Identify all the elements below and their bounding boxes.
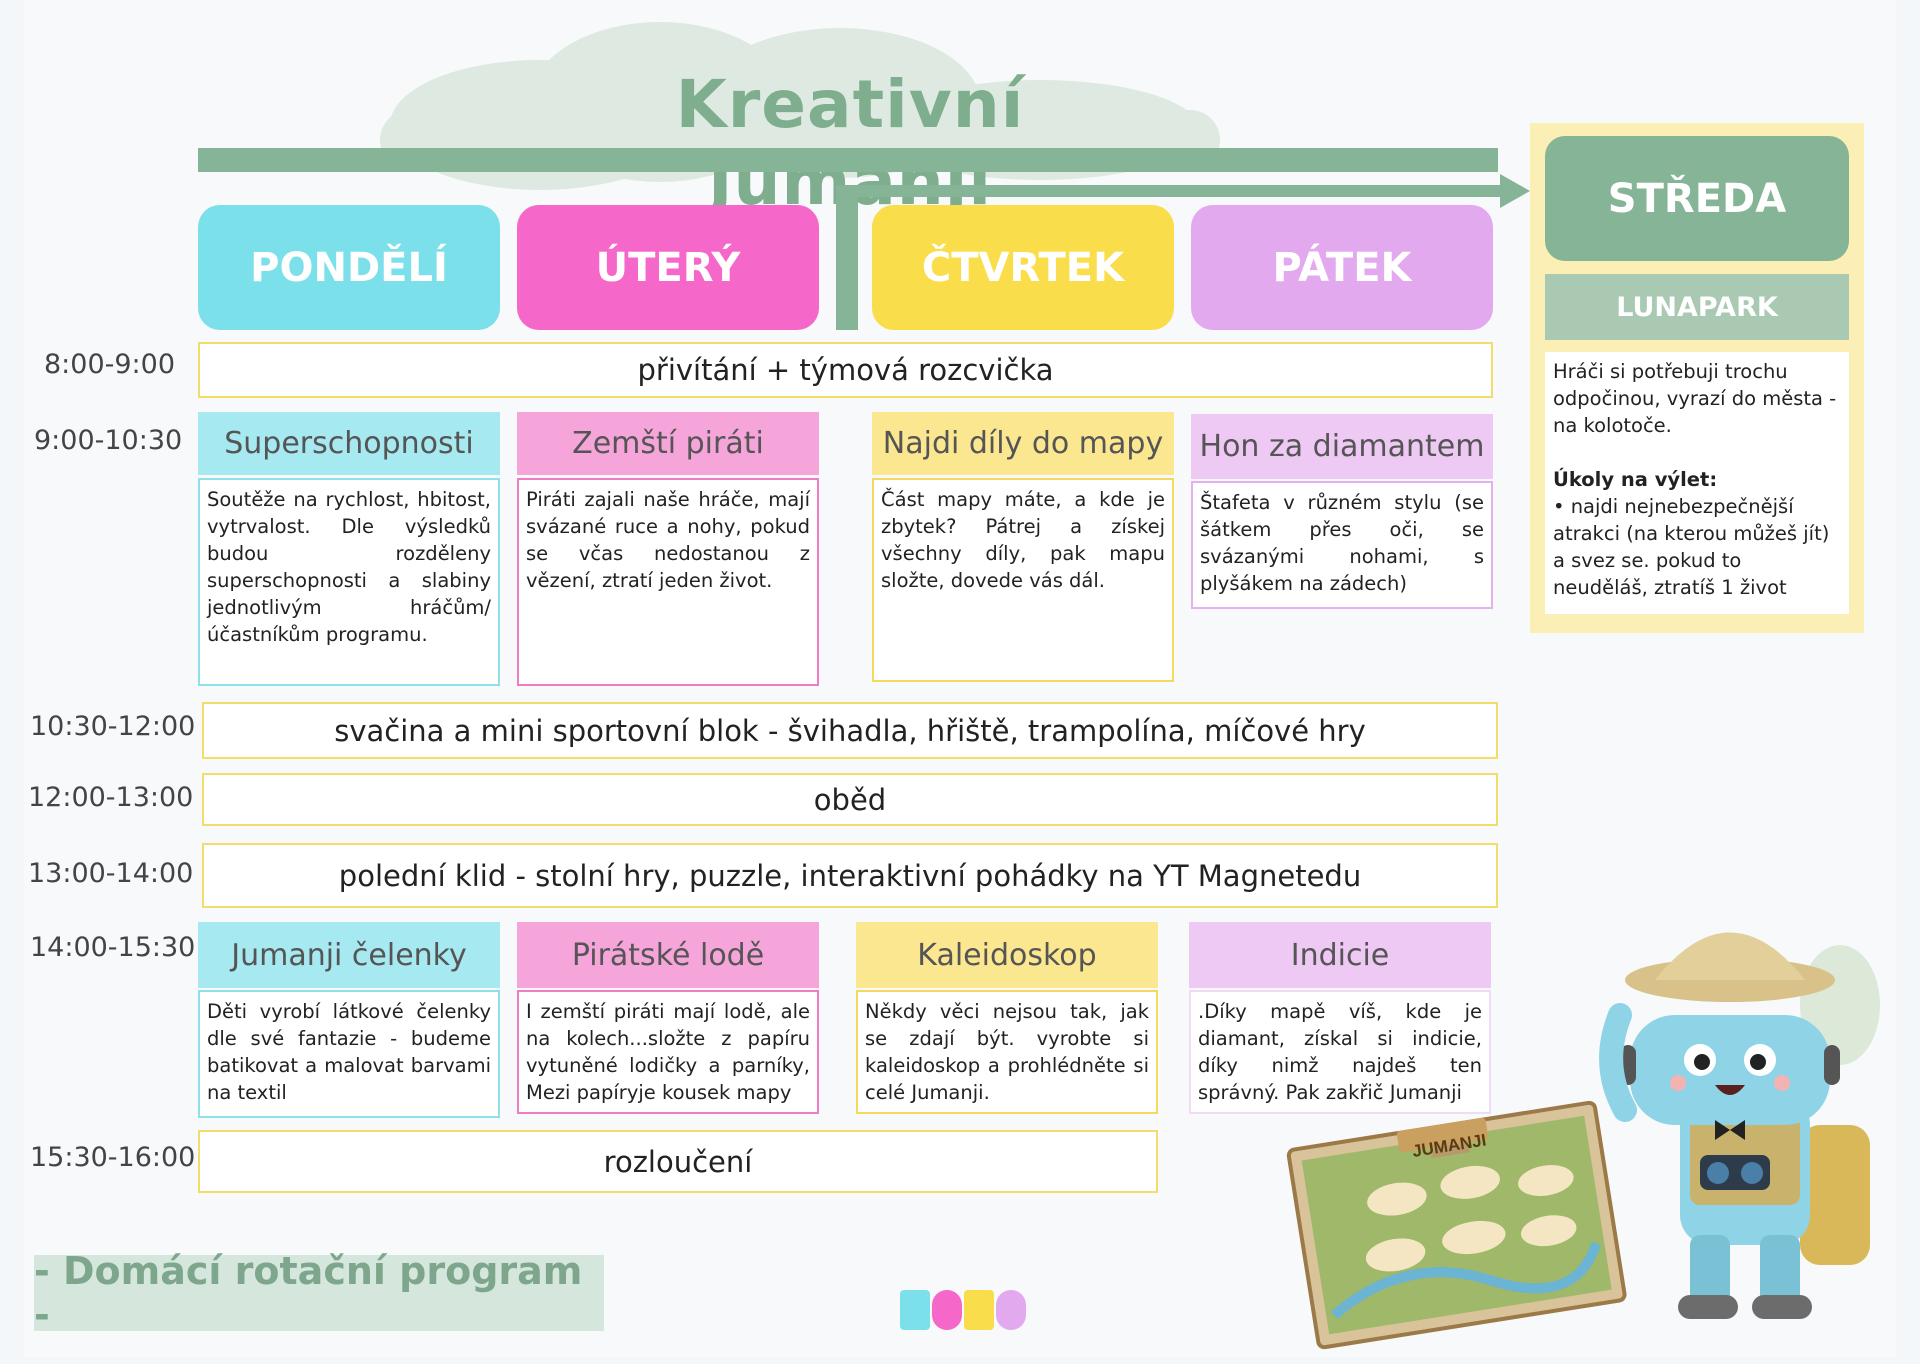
logo-graphic (900, 1290, 1026, 1330)
time-label: 12:00-13:00 (28, 782, 194, 813)
activity-description: Děti vyrobí látkové čelenky dle své fant… (198, 990, 500, 1118)
activity-description: I zemští piráti mají lodě, ale na kolech… (517, 990, 819, 1114)
row-welcome: přivítání + týmová rozcvička (198, 342, 1493, 398)
wednesday-tasks-text: • najdi nejnebezpečnější atrakci (na kte… (1553, 495, 1830, 599)
activity-title: Hon za diamantem (1191, 414, 1493, 479)
map-graphic: JUMANJI (1286, 1100, 1627, 1350)
day-header-friday: PÁTEK (1191, 205, 1493, 330)
time-label: 15:30-16:00 (30, 1142, 196, 1173)
robot-graphic (1599, 932, 1880, 1319)
arrow-right-icon (1500, 174, 1530, 208)
activity-description: .Díky mapě víš, kde je diamant, získal s… (1189, 990, 1491, 1114)
wednesday-subtitle: LUNAPARK (1545, 274, 1849, 340)
time-label: 10:30-12:00 (30, 711, 196, 742)
logo (900, 1284, 1030, 1334)
time-label: 14:00-15:30 (30, 932, 196, 963)
row-goodbye: rozloučení (198, 1130, 1158, 1193)
activity-title: Indicie (1189, 922, 1491, 988)
activity-description: Část mapy máte, a kde je zbytek? Pátrej … (872, 478, 1174, 682)
wednesday-intro: Hráči si potřebuji trochu odpočinou, vyr… (1553, 360, 1837, 437)
row-snack: svačina a mini sportovní blok - švihadla… (202, 702, 1498, 759)
time-label: 8:00-9:00 (44, 349, 176, 380)
activity-title: Kaleidoskop (856, 922, 1158, 988)
wednesday-branch-horizontal (836, 185, 1502, 197)
activity-title: Zemští piráti (517, 412, 819, 475)
time-label: 9:00-10:30 (34, 425, 183, 456)
activity-description: Někdy věci nejsou tak, jak se zdají být.… (856, 990, 1158, 1114)
activity-description: Piráti zajali naše hráče, mají svázané r… (517, 478, 819, 686)
activity-title: Pirátské lodě (517, 922, 819, 988)
activity-description: Štafeta v různém stylu (se šátkem přes o… (1191, 481, 1493, 609)
header-bar (198, 148, 1498, 172)
day-header-thursday: ČTVRTEK (872, 205, 1174, 330)
activity-title: Najdi díly do mapy (872, 412, 1174, 475)
explorer-robot-illustration (1590, 895, 1890, 1335)
wednesday-description: Hráči si potřebuji trochu odpočinou, vyr… (1545, 352, 1849, 614)
activity-title: Superschopnosti (198, 412, 500, 475)
day-header-tuesday: ÚTERÝ (517, 205, 819, 330)
footer-label: - Domácí rotační program - (34, 1249, 604, 1337)
jumanji-map-illustration: JUMANJI (1282, 1095, 1632, 1360)
time-label: 13:00-14:00 (28, 858, 194, 889)
wednesday-tasks-heading: Úkoly na výlet: (1553, 468, 1718, 491)
row-rest: polední klid - stolní hry, puzzle, inter… (202, 843, 1498, 908)
day-header-monday: PONDĚLÍ (198, 205, 500, 330)
day-header-wednesday: STŘEDA (1545, 136, 1849, 261)
wednesday-branch-vertical (836, 185, 858, 330)
activity-description: Soutěže na rychlost, hbitost, vytrvalost… (198, 478, 500, 686)
activity-title: Jumanji čelenky (198, 922, 500, 988)
row-lunch: oběd (202, 773, 1498, 826)
